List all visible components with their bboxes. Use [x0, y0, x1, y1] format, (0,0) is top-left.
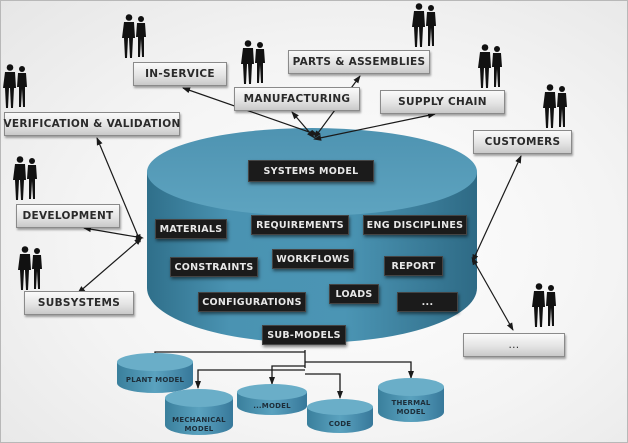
more-items-label: ... — [397, 292, 458, 312]
people-icon — [412, 3, 436, 47]
plant-model-label: PLANT MODEL — [125, 376, 185, 384]
development-box: DEVELOPMENT — [16, 204, 120, 228]
people-icon — [3, 64, 27, 108]
sub-models-label: SUB-MODELS — [262, 325, 346, 345]
people-icon — [241, 40, 265, 84]
people-icons — [3, 3, 567, 327]
mechanical-model-line1: MECHANICAL — [172, 416, 226, 424]
loads-label: LOADS — [329, 284, 379, 304]
subsystems-box: SUBSYSTEMS — [24, 291, 134, 315]
materials-label: MATERIALS — [155, 219, 227, 239]
report-label: REPORT — [384, 256, 443, 276]
people-icon — [18, 246, 42, 290]
parts-assemblies-box: PARTS & ASSEMBLIES — [288, 50, 430, 74]
submodel-connectors — [152, 350, 414, 399]
thermal-model-line2: MODEL — [396, 408, 426, 416]
people-icon — [122, 14, 146, 58]
people-icon — [532, 283, 556, 327]
in-service-box: IN-SERVICE — [133, 62, 227, 86]
code-model-label: CODE — [328, 420, 352, 428]
people-icon — [13, 156, 37, 200]
mechanical-model-cylinder — [165, 389, 233, 435]
eng-disciplines-label: ENG DISCIPLINES — [363, 215, 467, 235]
plant-model-cylinder — [117, 353, 193, 393]
people-icon — [478, 44, 502, 88]
systems-model-label: SYSTEMS MODEL — [248, 160, 374, 182]
supply-chain-box: SUPPLY CHAIN — [380, 90, 505, 114]
requirements-label: REQUIREMENTS — [251, 215, 349, 235]
customers-box: CUSTOMERS — [473, 130, 572, 154]
thermal-model-label: THERMAL MODEL — [378, 399, 444, 417]
mechanical-model-label: MECHANICAL MODEL — [165, 416, 233, 434]
manufacturing-box: MANUFACTURING — [234, 87, 360, 111]
configurations-label: CONFIGURATIONS — [198, 292, 306, 312]
generic-model-label: ...MODEL — [253, 402, 291, 410]
mechanical-model-line2: MODEL — [184, 425, 214, 433]
verification-validation-box: VERIFICATION & VALIDATION — [3, 112, 180, 136]
people-icon — [543, 84, 567, 128]
thermal-model-cylinder — [378, 378, 444, 422]
code-model-cylinder — [307, 399, 373, 433]
constraints-label: CONSTRAINTS — [170, 257, 258, 277]
other-stakeholder-box: ... — [463, 333, 565, 357]
workflows-label: WORKFLOWS — [272, 249, 354, 269]
thermal-model-line1: THERMAL — [391, 399, 431, 407]
generic-model-cylinder — [237, 384, 307, 415]
